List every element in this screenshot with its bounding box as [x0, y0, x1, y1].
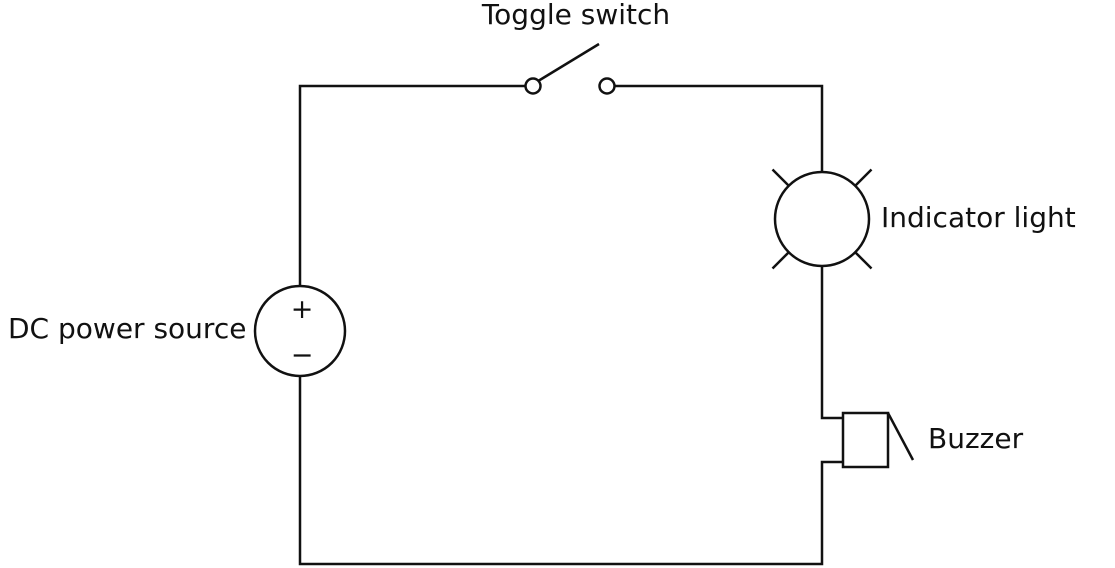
- buzzer-body: [841, 411, 890, 469]
- lamp-ray-lower-right: [853, 250, 873, 270]
- lamp-ray-upper-right: [853, 168, 873, 188]
- lamp-ray-upper-left: [771, 168, 791, 188]
- switch-lever: [538, 42, 600, 82]
- lamp-circle: [773, 170, 871, 268]
- circuit-graphics: + − Toggle switch Indicator light DC pow…: [8, 0, 1076, 566]
- lamp-ray-lower-left: [771, 250, 791, 270]
- indicator-light-label: Indicator light: [881, 201, 1076, 234]
- buzzer-symbol: [841, 411, 915, 469]
- dc-power-source-label: DC power source: [8, 312, 246, 345]
- toggle-switch-label: Toggle switch: [481, 0, 670, 31]
- switch-contact-left: [524, 77, 542, 95]
- switch-contact-right: [598, 77, 616, 95]
- wire-top-left: [298, 84, 526, 287]
- wire-bottom-loop: [298, 375, 843, 566]
- toggle-switch-symbol: [524, 42, 616, 95]
- wire-right-middle: [820, 265, 843, 420]
- source-minus-sign: −: [291, 340, 314, 371]
- source-circle: [253, 284, 347, 378]
- buzzer-label: Buzzer: [928, 422, 1024, 455]
- indicator-light-symbol: [771, 168, 873, 270]
- buzzer-diagonal: [886, 412, 915, 461]
- wire-top-right: [614, 84, 824, 173]
- source-plus-sign: +: [291, 294, 314, 325]
- dc-power-source-symbol: + −: [253, 284, 347, 378]
